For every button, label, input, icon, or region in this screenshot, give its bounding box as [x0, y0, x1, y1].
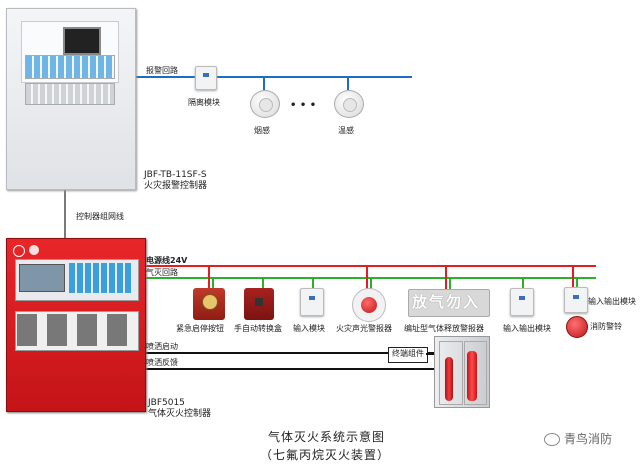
bottom-controller-model: JBF5015: [148, 398, 185, 408]
manual-auto-switch-box: [244, 288, 274, 320]
smoke-detector-label: 烟感: [254, 126, 270, 135]
drop-wire: [522, 277, 524, 289]
power-wire: [144, 265, 596, 267]
io-module-1-label: 输入输出模块: [503, 324, 551, 333]
ccc-mark-icon: [13, 245, 25, 257]
drop-wire: [212, 277, 214, 289]
drop-wire: [366, 265, 368, 289]
drop-wire: [445, 265, 447, 289]
gas-cylinder: [445, 357, 453, 401]
controller-display: [19, 264, 65, 292]
strobe-alarm: [352, 288, 386, 322]
bottom-controller-name: 气体灭火控制器: [148, 409, 212, 419]
fire-alarm-controller: [6, 8, 136, 190]
strobe-alarm-label: 火灾声光警报器: [336, 324, 392, 333]
keypad: [25, 55, 115, 79]
heat-detector: [334, 90, 364, 118]
controller-display: [63, 27, 101, 55]
isolation-module: [195, 66, 217, 90]
spray-start-label: 喷洒启动: [146, 342, 178, 351]
spray-feedback-label: 喷洒反馈: [146, 358, 178, 367]
heat-detector-label: 温感: [338, 126, 354, 135]
fire-bell: [566, 316, 588, 338]
alarm-loop-label: 报警回路: [146, 66, 178, 75]
emergency-stop-button: [193, 288, 225, 320]
spray-feedback-wire: [144, 368, 434, 370]
diagram-title: 气体灭火系统示意图: [268, 430, 386, 444]
alarm-loop-drop-smoke: [263, 76, 265, 90]
smoke-detector: [250, 90, 280, 118]
network-wire: [64, 188, 66, 238]
drop-wire: [370, 277, 372, 289]
drop-wire: [576, 277, 578, 289]
top-controller-model: JBF-TB-11SF-S: [144, 170, 207, 180]
drop-wire: [262, 277, 264, 289]
gas-release-sign-label: 编址型气体释放警报器: [404, 324, 484, 333]
isolation-module-label: 隔离模块: [188, 98, 220, 107]
keypad: [69, 263, 133, 293]
heptafluoropropane-cabinet: [434, 336, 490, 408]
drop-wire: [449, 277, 451, 289]
diagram-subtitle: （七氟丙烷灭火装置）: [260, 448, 391, 462]
input-module: [300, 288, 324, 316]
gas-release-sign: [408, 289, 490, 317]
controller-network-label: 控制器组网线: [76, 212, 124, 221]
io-module-2-label: 输入输出模块: [588, 297, 636, 306]
keypad: [25, 83, 115, 105]
ellipsis: • • •: [290, 100, 317, 111]
io-module-1: [510, 288, 534, 316]
wechat-icon: [544, 433, 560, 446]
top-controller-name: 火灾报警控制器: [144, 181, 208, 191]
watermark-text: 青鸟消防: [564, 432, 613, 446]
drop-wire: [572, 265, 574, 289]
gas-release-sign-text: 放气勿入: [412, 293, 481, 311]
terminal-component-label: 终端组件: [392, 349, 424, 358]
alarm-loop-drop-heat: [347, 76, 349, 90]
input-module-label: 输入模块: [293, 324, 325, 333]
fire-bell-label: 消防警铃: [590, 322, 622, 331]
fire-loop-label: 气灭回路: [146, 268, 178, 277]
drop-wire: [312, 277, 314, 289]
spray-start-wire: [144, 352, 434, 354]
terminal-component-box: [388, 347, 428, 363]
power-line-label: 电源线24V: [146, 256, 188, 265]
gas-cylinder: [467, 351, 477, 401]
drop-wire: [208, 265, 210, 289]
terminal-link-wire: [426, 353, 436, 355]
logo-icon: [29, 245, 39, 255]
manual-auto-switch-label: 手自动转换盒: [234, 324, 282, 333]
emergency-stop-label: 紧急启停按钮: [176, 324, 224, 333]
alarm-loop-wire: [134, 76, 412, 78]
gas-extinguishing-controller: [6, 238, 146, 412]
io-module-2: [564, 287, 588, 313]
